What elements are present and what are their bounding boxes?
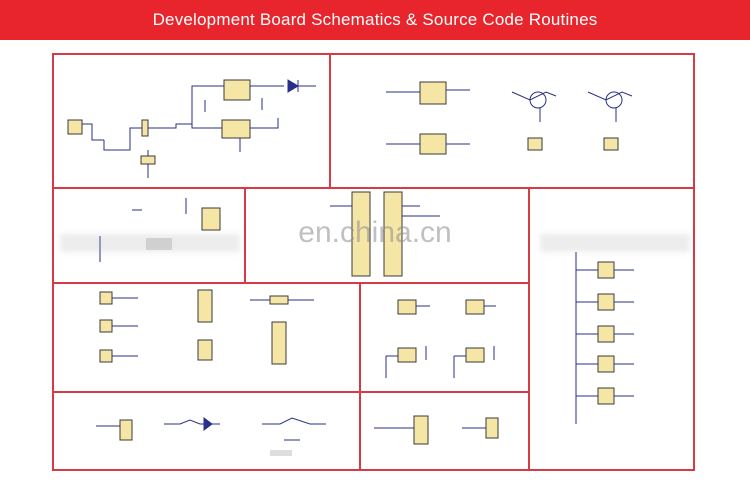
transistor-1 [529,91,547,109]
transistor-2 [605,91,623,109]
mcu-header-circuit [330,191,440,277]
reset-circuit [99,198,221,262]
mcu-header-left [351,191,371,277]
blur-band-right [540,234,690,252]
banner-title: Development Board Schematics & Source Co… [152,10,598,29]
panel-borders [52,53,695,471]
op-amp-chip-2 [419,133,447,155]
led-driver-circuit [575,252,634,424]
amplifier-circuit [386,81,633,155]
bottom-io-circuit [96,417,326,456]
schematic-sheet [0,40,750,488]
sensor-circuit [385,299,496,378]
regulator-chip-1 [223,79,251,101]
mcu-header-right [383,191,403,277]
uart-circuit [374,415,499,445]
power-supply-circuit [67,79,316,178]
regulator-chip-2 [221,119,251,139]
outer-frame [52,53,695,471]
op-amp-chip-1 [419,81,447,105]
dc-jack [67,119,83,135]
blur-band-left [60,234,240,252]
header-banner: Development Board Schematics & Source Co… [0,0,750,40]
connector-circuit [99,289,314,365]
schematic-drawing [52,53,695,471]
